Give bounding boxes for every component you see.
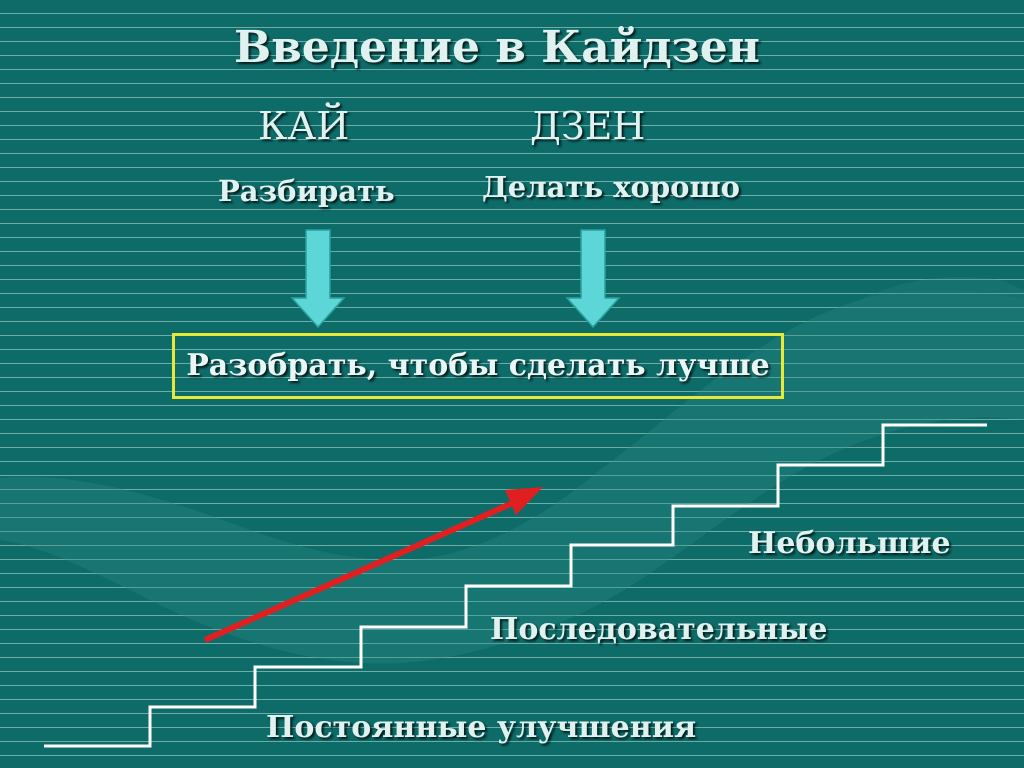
step-label-middle: Последовательные	[490, 612, 828, 647]
dzen-meaning: Делать хорошо	[482, 170, 740, 204]
dzen-arrow-down-icon	[565, 229, 621, 329]
step-label-bottom: Постоянные улучшения	[266, 710, 697, 745]
step-label-top: Небольшие	[748, 526, 951, 561]
page-title: Введение в Кайдзен	[234, 22, 760, 73]
kai-meaning: Разбирать	[218, 174, 395, 208]
result-text: Разобрать, чтобы сделать лучше	[186, 348, 770, 383]
kai-word: КАЙ	[258, 104, 350, 148]
hand-silhouette	[0, 276, 1024, 664]
dzen-word: ДЗЕН	[530, 104, 646, 148]
staircase	[44, 423, 987, 748]
growth-arrow-up-right-icon	[203, 487, 543, 643]
kai-arrow-down-icon	[290, 229, 346, 329]
result-box: Разобрать, чтобы сделать лучше	[172, 333, 784, 399]
